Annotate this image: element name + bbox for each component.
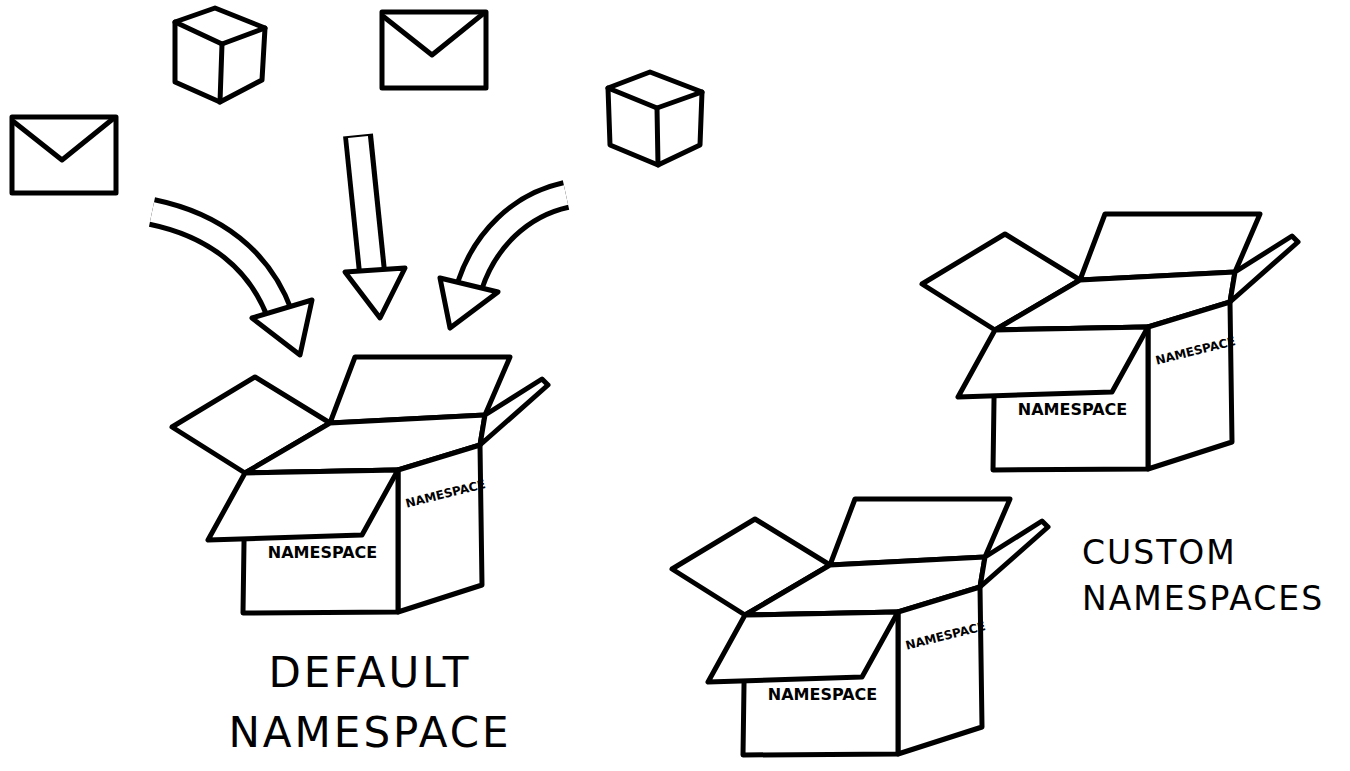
envelope-icon [12,117,116,193]
flow-arrow [345,135,405,318]
package-cube [608,72,702,165]
box-front-label: NAMESPACE [1000,400,1145,419]
namespace-box: NAMESPACENAMESPACE [920,212,1305,472]
namespace-box: NAMESPACENAMESPACEDEFAULT NAMESPACE [170,355,555,615]
package-cube [175,8,265,102]
open-box-outline [670,497,1055,757]
namespace-box: NAMESPACENAMESPACE [670,497,1055,757]
flow-arrow [440,195,566,328]
open-box-outline [170,355,555,615]
group-label: CUSTOM NAMESPACES [1082,530,1347,622]
box-front-label: NAMESPACE [250,543,395,562]
open-box-outline [920,212,1305,472]
box-front-label: NAMESPACE [750,685,895,704]
envelope-icon [382,12,486,88]
flow-arrow [152,212,312,355]
namespace-heading: DEFAULT NAMESPACE [210,643,530,763]
